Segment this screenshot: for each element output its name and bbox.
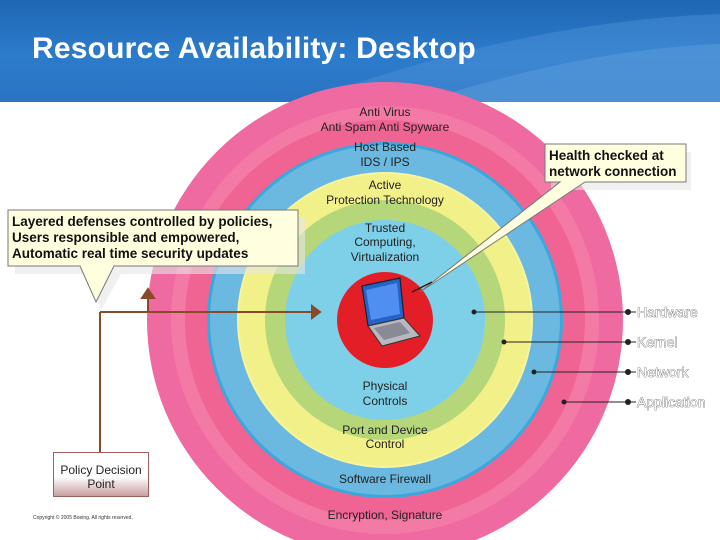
right-callout-line-2: network connection (549, 164, 677, 179)
right-callout (419, 143, 691, 293)
ring-label-physical-2: Controls (363, 394, 408, 408)
ring-label-trusted-2: Computing, (354, 235, 415, 249)
ring-labels: Anti Virus Anti Spam Anti Spyware Host B… (321, 105, 450, 522)
policy-decision-point: Policy Decision Point (53, 452, 149, 497)
layer-legend: Hardware Kernel Network Application (471, 304, 706, 410)
ring-label-encryption: Encryption, Signature (328, 508, 443, 522)
ring-label-active-1: Active (369, 178, 402, 192)
legend-application: Application (637, 394, 706, 410)
legend-kernel: Kernel (637, 334, 677, 350)
ring-label-port-2: Control (366, 437, 405, 451)
policy-arrows (99, 287, 322, 452)
ring-label-host-ids-2: IDS / IPS (360, 155, 409, 169)
ring-label-host-ids-1: Host Based (354, 140, 416, 154)
ring-label-firewall: Software Firewall (339, 472, 431, 486)
legend-hardware: Hardware (637, 304, 698, 320)
ring-label-trusted-1: Trusted (365, 221, 405, 235)
right-callout-line-1: Health checked at (549, 148, 664, 163)
legend-network: Network (637, 364, 689, 380)
pdp-line-2: Point (87, 477, 115, 491)
left-callout-line-2: Users responsible and empowered, (12, 230, 240, 245)
page-title: Resource Availability: Desktop (32, 32, 476, 65)
left-callout (7, 209, 305, 310)
pdp-line-1: Policy Decision (60, 463, 142, 477)
ring-label-port-1: Port and Device (342, 423, 428, 437)
copyright-notice: Copyright © 2005 Boeing. All rights rese… (33, 515, 133, 521)
laptop-connector (411, 281, 433, 293)
ring-label-anti-virus-1: Anti Virus (359, 105, 410, 119)
ring-label-anti-virus-2: Anti Spam Anti Spyware (321, 120, 450, 134)
ring-label-active-2: Protection Technology (326, 193, 444, 207)
left-callout-line-1: Layered defenses controlled by policies, (12, 214, 273, 229)
ring-label-physical-1: Physical (363, 379, 408, 393)
banner-swoosh (300, 14, 720, 102)
left-callout-line-3: Automatic real time security updates (12, 246, 249, 261)
laptop-icon (361, 277, 421, 347)
ring-label-trusted-3: Virtualization (351, 250, 419, 264)
left-callout-text: Layered defenses controlled by policies,… (12, 214, 272, 262)
right-callout-text: Health checked at network connection (549, 148, 677, 180)
title-banner: Resource Availability: Desktop (0, 0, 720, 102)
